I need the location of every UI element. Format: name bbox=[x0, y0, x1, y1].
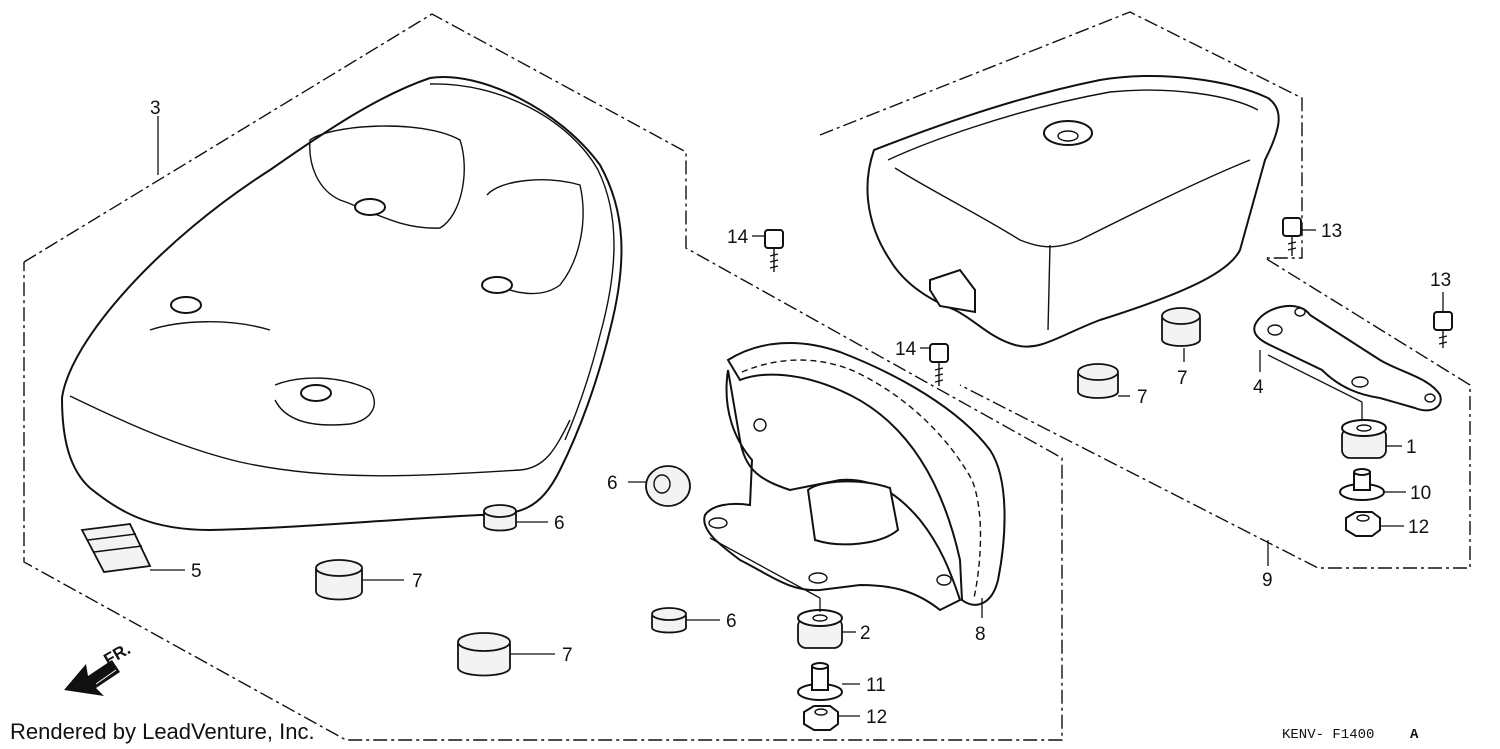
center-line-right bbox=[1267, 354, 1363, 403]
bracket-4[interactable] bbox=[1253, 304, 1442, 412]
cushion-7-left[interactable] bbox=[315, 559, 363, 601]
backrest-frame[interactable] bbox=[703, 342, 1006, 612]
diagram-code-suffix: A bbox=[1410, 727, 1419, 743]
callout-13-lower: 13 bbox=[1430, 270, 1451, 291]
callout-11: 11 bbox=[866, 675, 886, 696]
seat-bumper-right bbox=[481, 276, 513, 294]
nut-12-right[interactable] bbox=[1345, 511, 1381, 537]
cushion-7-bottom[interactable] bbox=[457, 632, 511, 677]
callout-9: 9 bbox=[1262, 570, 1273, 591]
callout-6-bottom: 6 bbox=[726, 611, 737, 632]
seat[interactable] bbox=[60, 76, 623, 532]
nut-12-bottom[interactable] bbox=[803, 705, 839, 731]
pad-part-5[interactable] bbox=[80, 523, 152, 573]
bolt-13-lower[interactable] bbox=[1433, 311, 1453, 348]
collar-11[interactable] bbox=[797, 662, 843, 701]
seat-bumper-left bbox=[170, 296, 202, 314]
callout-12-right: 12 bbox=[1408, 517, 1429, 538]
backrest-pad[interactable] bbox=[866, 75, 1280, 348]
callout-14-lower: 14 bbox=[895, 339, 917, 360]
cushion-6-seat[interactable] bbox=[483, 504, 517, 532]
bolt-14-upper[interactable] bbox=[764, 229, 784, 272]
bolt-13-upper[interactable] bbox=[1282, 217, 1302, 256]
callout-5: 5 bbox=[191, 561, 202, 582]
forward-arrow-icon bbox=[64, 660, 120, 696]
callout-12-bottom: 12 bbox=[866, 707, 887, 728]
grommet-1[interactable] bbox=[1341, 419, 1387, 459]
callout-13-upper: 13 bbox=[1321, 221, 1342, 242]
cushion-6-bottom[interactable] bbox=[651, 607, 687, 634]
callout-1: 1 bbox=[1406, 437, 1417, 458]
callout-4: 4 bbox=[1253, 377, 1264, 398]
callout-14-upper: 14 bbox=[727, 227, 749, 248]
diagram-code: KENV- F1400 bbox=[1282, 727, 1374, 743]
collar-10[interactable] bbox=[1339, 468, 1385, 501]
callout-7-left: 7 bbox=[412, 571, 423, 592]
cushion-6-side[interactable] bbox=[645, 465, 691, 507]
callout-6-side: 6 bbox=[607, 473, 618, 494]
callout-8: 8 bbox=[975, 624, 986, 645]
callout-6-seat: 6 bbox=[554, 513, 565, 534]
cushion-7-mid[interactable] bbox=[1077, 363, 1119, 399]
callout-7-top: 7 bbox=[1177, 368, 1188, 389]
callout-2: 2 bbox=[860, 623, 871, 644]
grommet-2[interactable] bbox=[797, 609, 843, 649]
render-credit: Rendered by LeadVenture, Inc. bbox=[10, 719, 315, 744]
group-outline-seat bbox=[23, 13, 1063, 741]
callout-3: 3 bbox=[150, 98, 161, 119]
callout-10: 10 bbox=[1410, 483, 1431, 504]
cushion-7-top[interactable] bbox=[1161, 307, 1201, 347]
callout-7-bottom: 7 bbox=[562, 645, 573, 666]
seat-bumper-front bbox=[300, 384, 332, 402]
bolt-14-lower[interactable] bbox=[929, 343, 949, 386]
seat-bumper-top bbox=[354, 198, 386, 216]
callout-7-mid: 7 bbox=[1137, 387, 1148, 408]
center-line-left bbox=[709, 537, 821, 599]
